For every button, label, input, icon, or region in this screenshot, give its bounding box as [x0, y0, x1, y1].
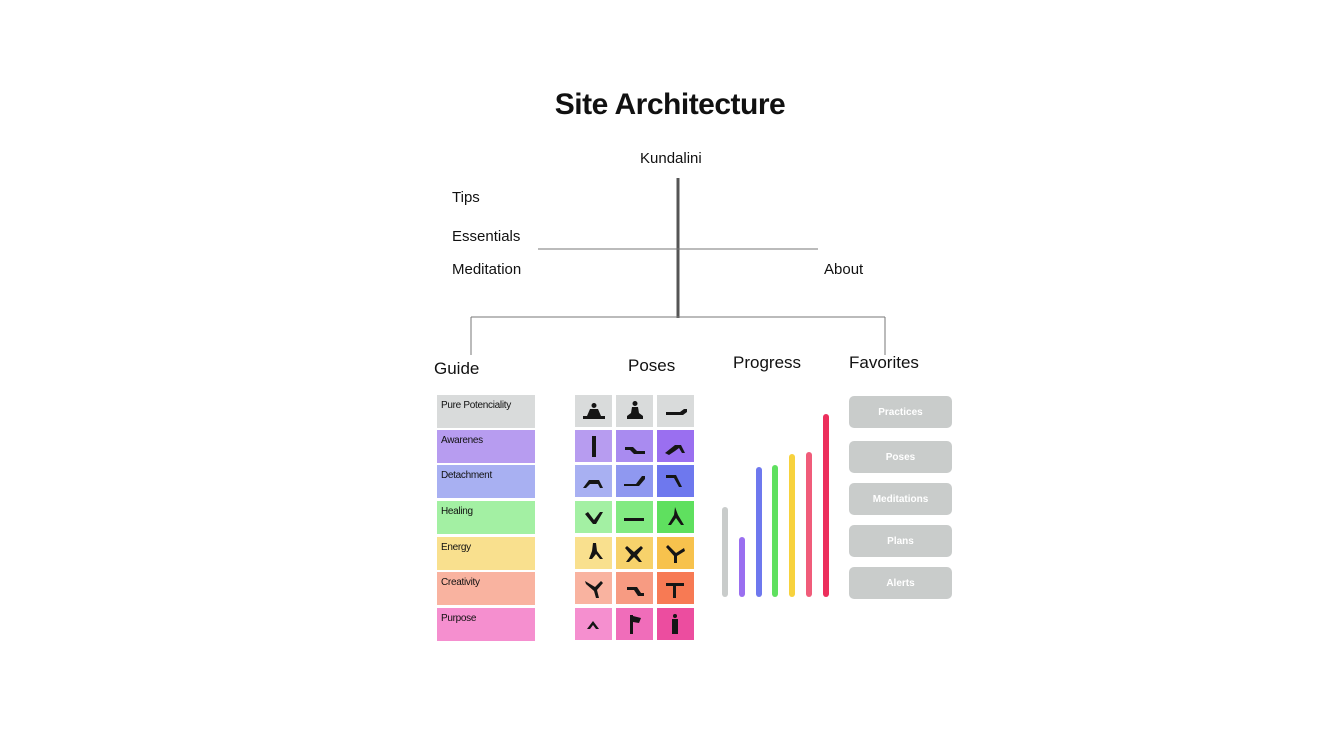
pose-cell[interactable] [657, 501, 694, 533]
section-guide[interactable]: Guide [434, 359, 480, 378]
plow-pose-icon [584, 512, 603, 524]
progress-bar [823, 414, 829, 597]
guide-item-label: Purpose [441, 613, 477, 624]
tree-pose-icon [626, 587, 644, 596]
progress-bar [756, 467, 762, 597]
root-node-kundalini[interactable]: Kundalini [640, 150, 702, 167]
progress-bar [722, 507, 728, 597]
guide-item-label: Energy [441, 542, 471, 553]
guide-item-label: Healing [441, 506, 473, 517]
lotus-pose-icon [626, 401, 643, 419]
prone-pose-icon [667, 507, 684, 525]
guide-item-label: Detachment [441, 470, 492, 481]
seated-forward-bend-icon [624, 447, 645, 454]
one-leg-stand-icon [671, 614, 678, 634]
pose-cell[interactable] [657, 465, 694, 497]
wide-leg-pose-icon [665, 545, 685, 563]
favorites-practices-button[interactable]: Practices [849, 396, 952, 428]
pose-cell[interactable] [575, 465, 612, 497]
pose-cell[interactable] [575, 608, 612, 640]
boat-pose-icon [623, 476, 645, 486]
section-poses[interactable]: Poses [628, 356, 676, 375]
section-progress[interactable]: Progress [733, 353, 802, 372]
forward-fold-icon [665, 583, 684, 598]
headstand-icon [629, 615, 641, 634]
downward-dog-icon [665, 475, 682, 487]
guide-item-purpose[interactable]: Purpose [437, 608, 535, 641]
pose-cell[interactable] [575, 501, 612, 533]
link-essentials[interactable]: Essentials [452, 228, 521, 245]
guide-item-healing[interactable]: Healing [437, 501, 535, 534]
link-about[interactable]: About [824, 261, 864, 278]
pose-cell[interactable] [657, 430, 694, 462]
pose-cell[interactable] [616, 501, 653, 533]
guide-item-creativity[interactable]: Creativity [437, 572, 535, 605]
section-favorites[interactable]: Favorites [849, 353, 919, 372]
pose-cell[interactable] [657, 537, 694, 569]
link-meditation[interactable]: Meditation [452, 261, 522, 278]
pose-cell[interactable] [616, 572, 653, 604]
bridge-pose-icon [582, 480, 603, 488]
pose-cell[interactable] [575, 395, 612, 427]
pose-cell[interactable] [575, 537, 612, 569]
guide-item-label: Creativity [441, 577, 480, 588]
pose-cell[interactable] [616, 608, 653, 640]
pose-cell[interactable] [616, 465, 653, 497]
guide-item-label: Pure Potenciality [441, 400, 511, 411]
guide-item-label: Awarenes [441, 435, 483, 446]
guide-item-pure-potenciality[interactable]: Pure Potenciality [437, 395, 535, 428]
pose-cell[interactable] [616, 430, 653, 462]
progress-bar [806, 452, 812, 597]
progress-bar [739, 537, 745, 597]
reclining-pose-icon [665, 409, 687, 415]
dancer-pose-icon [584, 581, 603, 598]
pose-cell[interactable] [616, 395, 653, 427]
pose-cell[interactable] [657, 395, 694, 427]
favorites-plans-button[interactable]: Plans [849, 525, 952, 557]
pose-cell[interactable] [575, 572, 612, 604]
link-tips[interactable]: Tips [452, 189, 480, 206]
favorites-alerts-button[interactable]: Alerts [849, 567, 952, 599]
pose-cell[interactable] [657, 608, 694, 640]
seated-meditation-icon [582, 403, 605, 419]
guide-item-detachment[interactable]: Detachment [437, 465, 535, 498]
pose-cell[interactable] [616, 537, 653, 569]
standing-pose-icon [591, 436, 596, 457]
guide-item-energy[interactable]: Energy [437, 537, 535, 570]
pose-cell[interactable] [575, 430, 612, 462]
warrior-pose-icon [624, 546, 643, 562]
guide-item-awarenes[interactable]: Awarenes [437, 430, 535, 463]
favorites-poses-button[interactable]: Poses [849, 441, 952, 473]
pose-cell[interactable] [657, 572, 694, 604]
cobra-pose-icon [664, 445, 685, 455]
progress-bar [789, 454, 795, 597]
page-title: Site Architecture [554, 88, 786, 121]
balancing-pose-icon [586, 621, 599, 629]
triangle-pose-icon [588, 543, 603, 559]
progress-bar [772, 465, 778, 597]
v-sit-icon [623, 518, 644, 521]
favorites-meditations-button[interactable]: Meditations [849, 483, 952, 515]
